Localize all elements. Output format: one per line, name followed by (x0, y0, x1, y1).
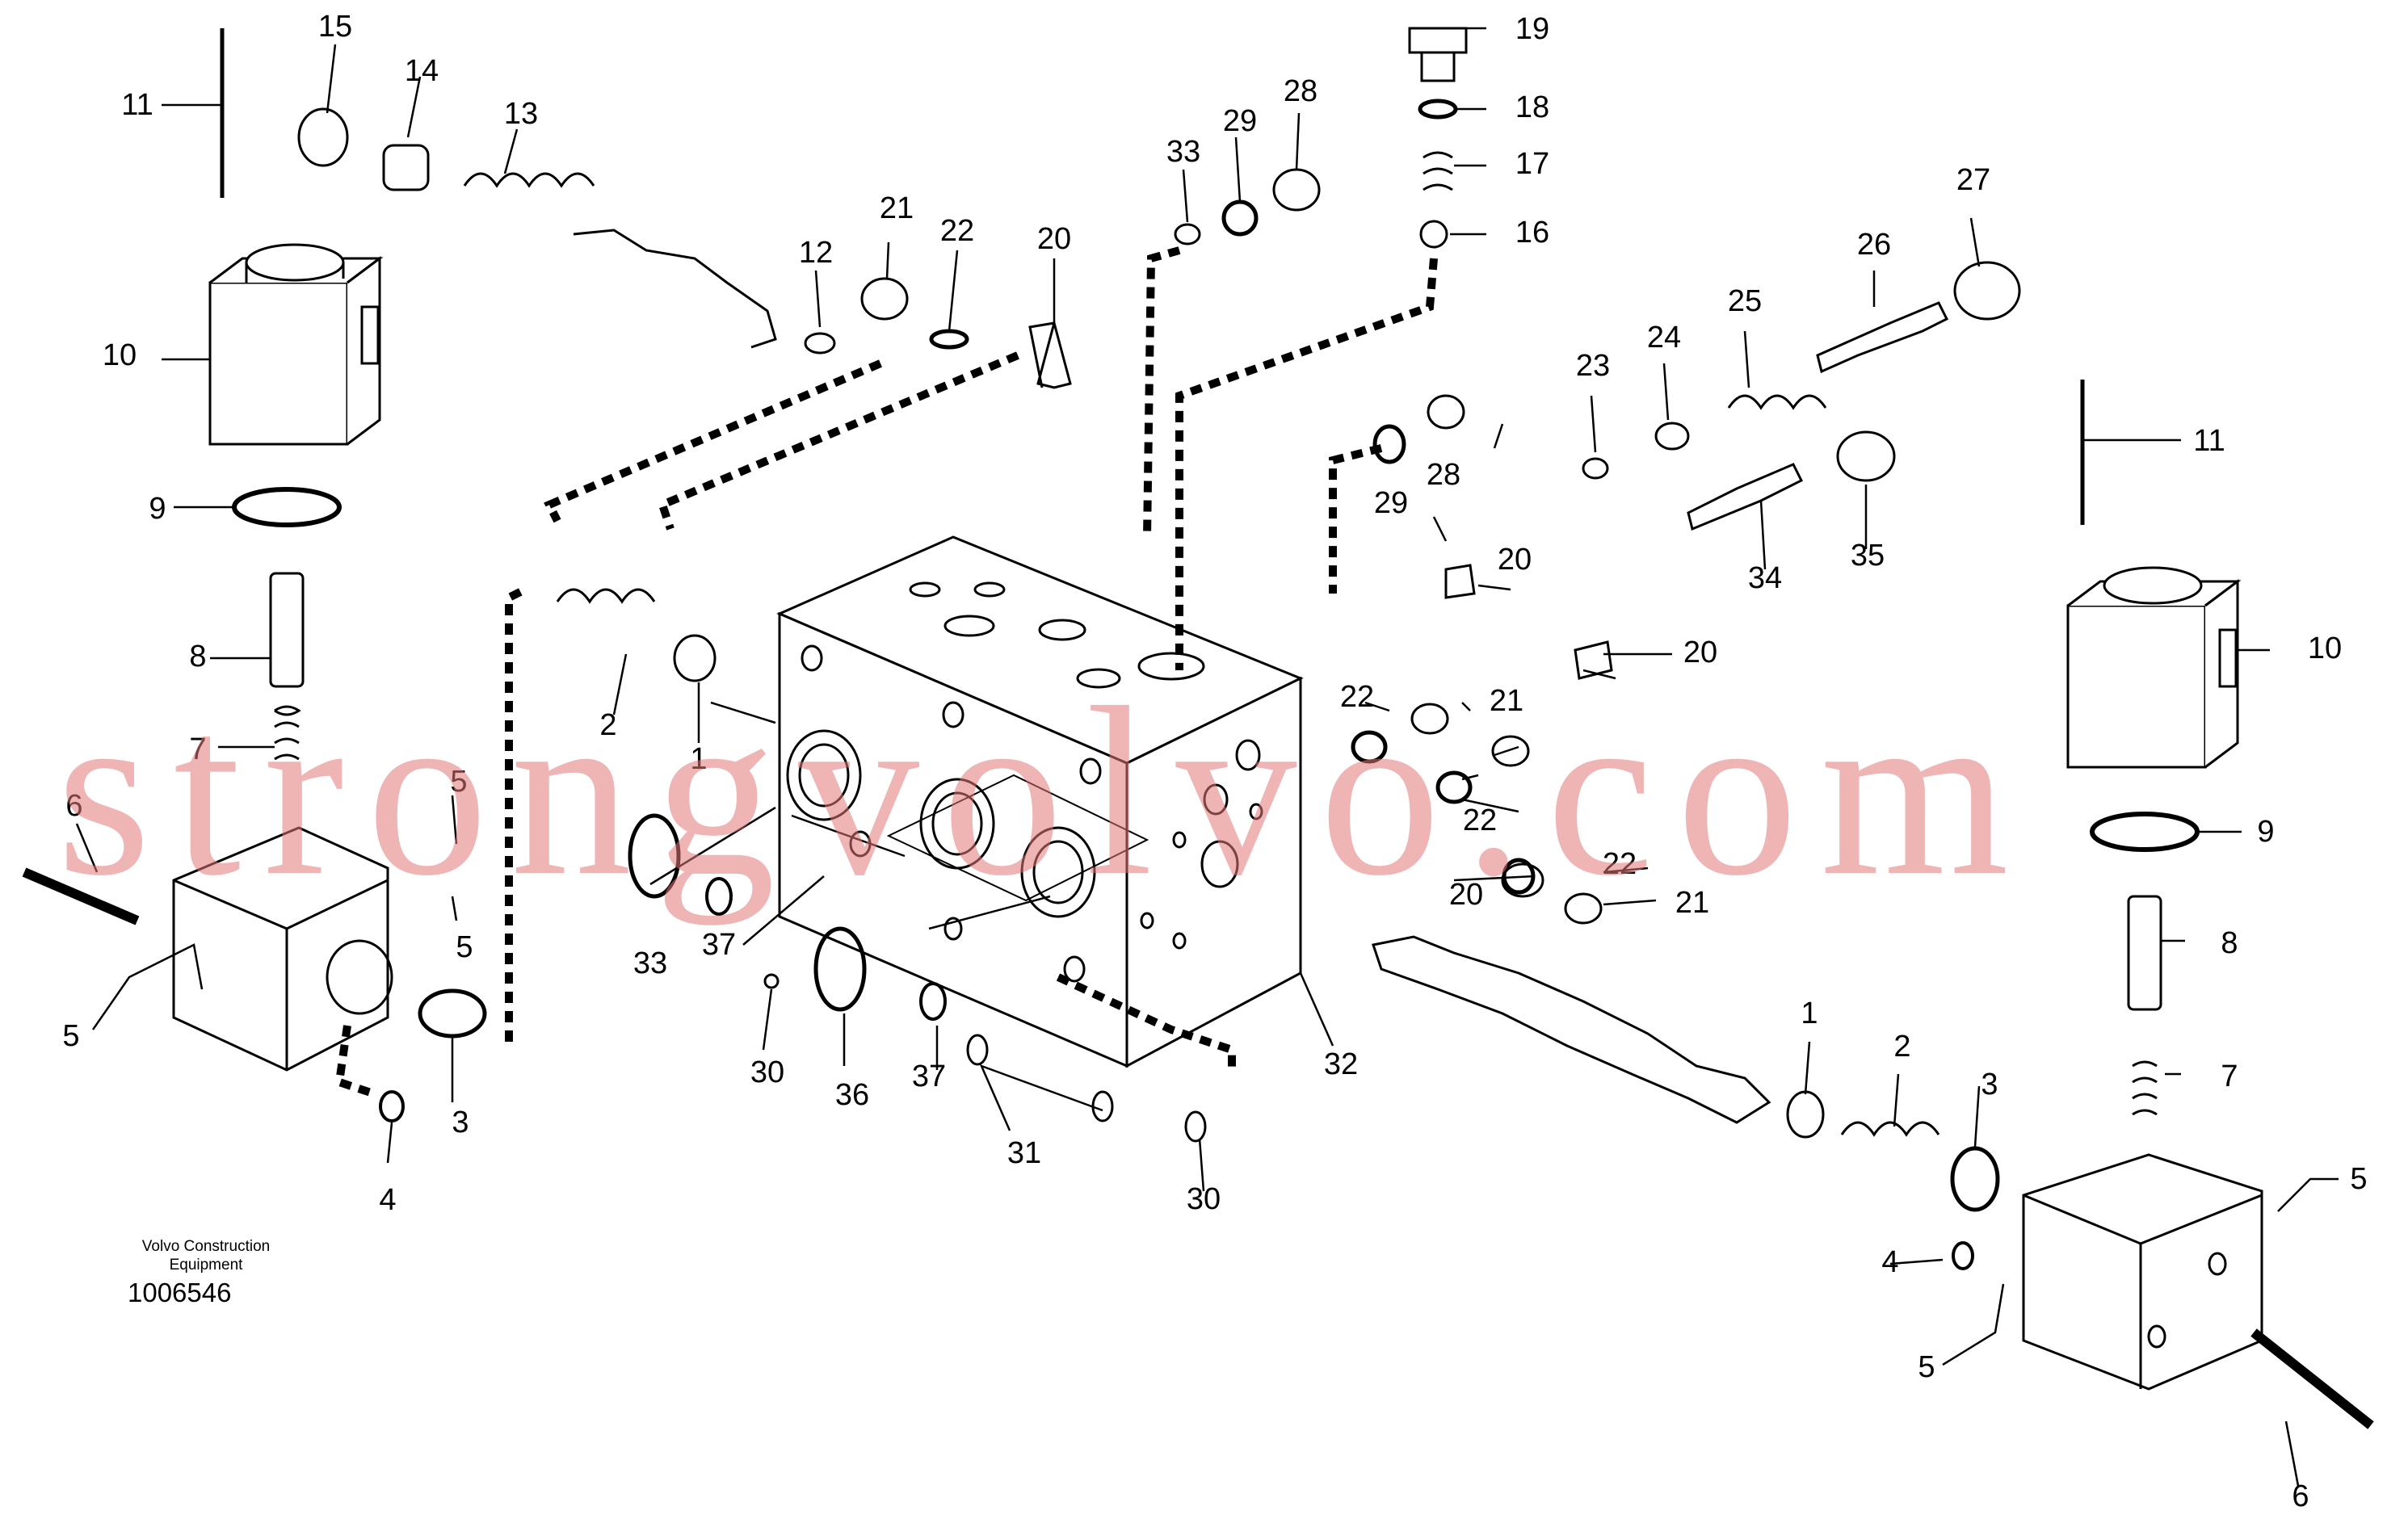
label-12: 12 (799, 236, 833, 270)
label-28b: 28 (1427, 458, 1460, 492)
label-19: 19 (1515, 12, 1549, 46)
label-5b: 5 (456, 930, 473, 964)
label-27: 27 (1956, 163, 1990, 197)
label-5e: 5 (2350, 1162, 2367, 1196)
label-8b: 8 (2221, 926, 2238, 960)
label-9b: 9 (2257, 815, 2274, 849)
label-24: 24 (1647, 321, 1681, 355)
label-25: 25 (1728, 284, 1762, 318)
label-3b: 3 (1981, 1068, 1998, 1101)
dashed-routing (334, 246, 1438, 1098)
label-7: 7 (189, 732, 206, 766)
label-13: 13 (504, 97, 538, 131)
label-34: 34 (1748, 561, 1782, 595)
label-5d: 5 (1918, 1350, 1935, 1384)
label-1: 1 (690, 742, 707, 776)
lower-spool-parts (556, 588, 1940, 1143)
label-10: 10 (103, 338, 137, 372)
label-3: 3 (452, 1106, 469, 1139)
label-18: 18 (1515, 90, 1549, 124)
label-26: 26 (1857, 228, 1891, 262)
label-8: 8 (189, 640, 206, 673)
label-22b: 22 (1340, 680, 1374, 714)
label-2b: 2 (1893, 1030, 1910, 1064)
label-23: 23 (1576, 349, 1610, 383)
label-11b: 11 (2193, 424, 2225, 458)
label-11: 11 (121, 88, 153, 122)
label-29b: 29 (1374, 486, 1408, 520)
label-15: 15 (318, 10, 352, 44)
label-22c: 22 (1463, 804, 1497, 837)
label-37: 37 (702, 928, 736, 962)
caption-company-2: Equipment (169, 1257, 243, 1274)
label-28: 28 (1284, 74, 1317, 108)
label-4b: 4 (1881, 1245, 1898, 1279)
label-36: 36 (835, 1078, 869, 1112)
label-35: 35 (1851, 539, 1885, 573)
label-20d: 20 (1449, 878, 1483, 912)
label-21: 21 (880, 191, 914, 225)
diagram-id: 1006546 (128, 1278, 232, 1307)
label-37b: 37 (912, 1060, 946, 1093)
label-20b: 20 (1498, 543, 1532, 577)
label-21b: 21 (1490, 684, 1523, 718)
label-20c: 20 (1683, 636, 1717, 669)
label-33: 33 (1166, 135, 1200, 169)
label-22d: 22 (1603, 847, 1637, 881)
upper-spool-parts (297, 27, 1468, 389)
label-22: 22 (940, 214, 974, 248)
label-21c: 21 (1675, 886, 1709, 920)
part-labels: 11 15 14 13 12 21 22 20 33 29 28 19 18 1… (62, 10, 2367, 1513)
right-solenoid-assembly (1950, 380, 2374, 1429)
label-10b: 10 (2308, 632, 2342, 665)
label-16: 16 (1515, 216, 1549, 250)
label-17: 17 (1515, 147, 1549, 181)
leader-lines (75, 27, 2339, 1487)
label-6: 6 (65, 789, 82, 823)
label-29: 29 (1223, 104, 1257, 138)
caption-company: Volvo Construction (141, 1238, 271, 1255)
label-4: 4 (379, 1183, 396, 1217)
left-solenoid-assembly (22, 28, 487, 1122)
label-31: 31 (1007, 1136, 1041, 1170)
label-9: 9 (149, 492, 166, 526)
label-32: 32 (1324, 1047, 1358, 1081)
valve-block (776, 535, 1304, 1068)
label-6b: 6 (2292, 1479, 2309, 1513)
label-20: 20 (1037, 222, 1071, 256)
label-30b: 30 (1187, 1182, 1221, 1216)
label-1b: 1 (1801, 997, 1818, 1030)
label-30: 30 (750, 1055, 784, 1089)
label-33b: 33 (633, 946, 667, 980)
right-side-parts (1351, 261, 2021, 925)
caption: Volvo Construction Equipment (113, 1237, 299, 1274)
label-5: 5 (450, 765, 467, 799)
label-7b: 7 (2221, 1060, 2238, 1093)
label-14: 14 (405, 54, 439, 88)
label-2: 2 (599, 708, 616, 742)
label-5c: 5 (62, 1019, 79, 1053)
